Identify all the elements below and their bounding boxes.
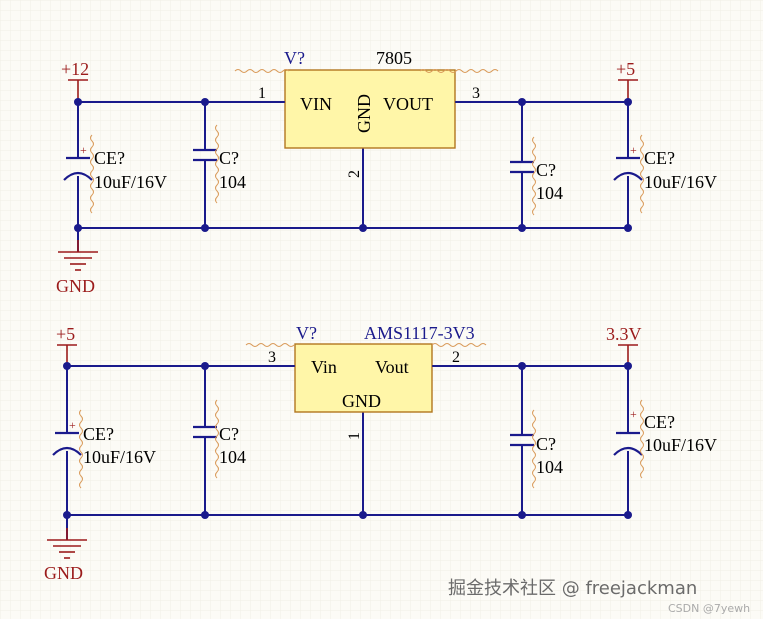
polarity-mark-ce2: + <box>630 143 637 157</box>
circuit-ams1117: +5 3.3V GND Vin Vout GND 3 2 1 V? <box>44 323 717 583</box>
pin-name-vout-bottom: Vout <box>375 357 409 377</box>
designator-underline-bottom <box>245 343 295 347</box>
cap-designator-ce4: CE? <box>644 412 675 432</box>
junction-dot <box>63 511 71 519</box>
circuit-7805: +12 +5 GND VIN VOUT GND 1 3 2 V? <box>56 48 717 296</box>
part-name-ams1117: AMS1117-3V3 <box>364 323 475 343</box>
pin-num-out-top: 3 <box>472 85 480 102</box>
squiggle-ce4 <box>640 399 644 479</box>
power-label-plus12: +12 <box>61 59 89 79</box>
squiggle-c2 <box>532 136 536 216</box>
cap-value-c4: 104 <box>536 457 563 477</box>
electrolytic-cap-ce4[interactable]: + CE? 10uF/16V <box>613 399 717 479</box>
cap-designator-c3: C? <box>219 424 239 444</box>
junction-dot <box>74 224 82 232</box>
squiggle-ce1 <box>90 134 94 214</box>
cap-designator-c2: C? <box>536 160 556 180</box>
cap-designator-ce3: CE? <box>83 424 114 444</box>
cap-designator-c1: C? <box>219 148 239 168</box>
junction-dot <box>518 98 526 106</box>
squiggle-c4 <box>532 409 536 489</box>
polarity-mark-ce4: + <box>630 407 637 421</box>
cap-value-ce1: 10uF/16V <box>94 172 167 192</box>
regulator-7805[interactable]: VIN VOUT GND 1 3 2 V? 7805 <box>234 48 499 178</box>
junction-dot <box>201 98 209 106</box>
junction-dot <box>201 362 209 370</box>
ceramic-cap-c1[interactable]: C? 104 <box>193 124 246 204</box>
cap-designator-ce1: CE? <box>94 148 125 168</box>
cap-value-ce4: 10uF/16V <box>644 435 717 455</box>
junction-dot <box>624 362 632 370</box>
ceramic-cap-c4[interactable]: C? 104 <box>510 409 563 489</box>
electrolytic-cap-ce1[interactable]: + CE? 10uF/16V <box>63 134 167 214</box>
pin-num-gnd-top: 2 <box>346 170 363 178</box>
junction-dot <box>624 224 632 232</box>
junction-dot <box>359 224 367 232</box>
electrolytic-cap-ce3[interactable]: + CE? 10uF/16V <box>52 409 156 489</box>
cap-value-c1: 104 <box>219 172 246 192</box>
junction-dot <box>201 224 209 232</box>
cap-value-ce2: 10uF/16V <box>644 172 717 192</box>
junction-dot <box>63 362 71 370</box>
squiggle-ce3 <box>79 409 83 489</box>
power-label-plus5-top: +5 <box>616 59 635 79</box>
junction-dot <box>518 224 526 232</box>
power-port-plus5-bottom[interactable]: +5 <box>56 324 77 366</box>
cap-value-ce3: 10uF/16V <box>83 447 156 467</box>
pin-name-gnd-top: GND <box>354 94 374 133</box>
junction-dot <box>518 362 526 370</box>
squiggle-ce2 <box>640 134 644 214</box>
pin-num-out-bottom: 2 <box>452 349 460 366</box>
cap-value-c2: 104 <box>536 183 563 203</box>
ceramic-cap-c2[interactable]: C? 104 <box>510 136 563 216</box>
ground-label-top: GND <box>56 276 95 296</box>
cap-value-c3: 104 <box>219 447 246 467</box>
part-name-7805: 7805 <box>376 48 412 68</box>
polarity-mark-ce1: + <box>80 143 87 157</box>
pin-name-vin-top: VIN <box>300 94 332 114</box>
designator-top: V? <box>284 48 305 68</box>
junction-dot <box>624 511 632 519</box>
ground-symbol-bottom[interactable]: GND <box>44 528 87 583</box>
ground-symbol-top[interactable]: GND <box>56 240 98 296</box>
power-label-3v3: 3.3V <box>606 324 642 344</box>
pin-num-in-top: 1 <box>258 85 266 102</box>
regulator-ams1117[interactable]: Vin Vout GND 3 2 1 V? AMS1117-3V3 <box>245 323 487 440</box>
part-underline-top <box>419 69 499 73</box>
junction-dot <box>201 511 209 519</box>
junction-dot <box>518 511 526 519</box>
ceramic-cap-c3[interactable]: C? 104 <box>193 399 246 479</box>
squiggle-c1 <box>215 124 219 204</box>
squiggle-c3 <box>215 399 219 479</box>
cap-designator-ce2: CE? <box>644 148 675 168</box>
junction-dot <box>359 511 367 519</box>
power-label-plus5-bottom: +5 <box>56 324 75 344</box>
designator-bottom: V? <box>296 323 317 343</box>
ground-label-bottom: GND <box>44 563 83 583</box>
watermark-main: 掘金技术社区 @ freejackman <box>448 578 697 599</box>
junction-dot <box>74 98 82 106</box>
pin-name-vin-bottom: Vin <box>311 357 337 377</box>
pin-name-vout-top: VOUT <box>383 94 433 114</box>
part-underline-bottom <box>431 343 487 347</box>
cap-designator-c4: C? <box>536 434 556 454</box>
electrolytic-cap-ce2[interactable]: + CE? 10uF/16V <box>613 134 717 214</box>
pin-name-gnd-bottom: GND <box>342 391 381 411</box>
pin-num-gnd-bottom: 1 <box>346 432 363 440</box>
polarity-mark-ce3: + <box>69 418 76 432</box>
pin-num-in-bottom: 3 <box>268 349 276 366</box>
watermark-sub: CSDN @7yewh <box>668 602 750 615</box>
designator-underline-top <box>234 69 290 73</box>
junction-dot <box>624 98 632 106</box>
